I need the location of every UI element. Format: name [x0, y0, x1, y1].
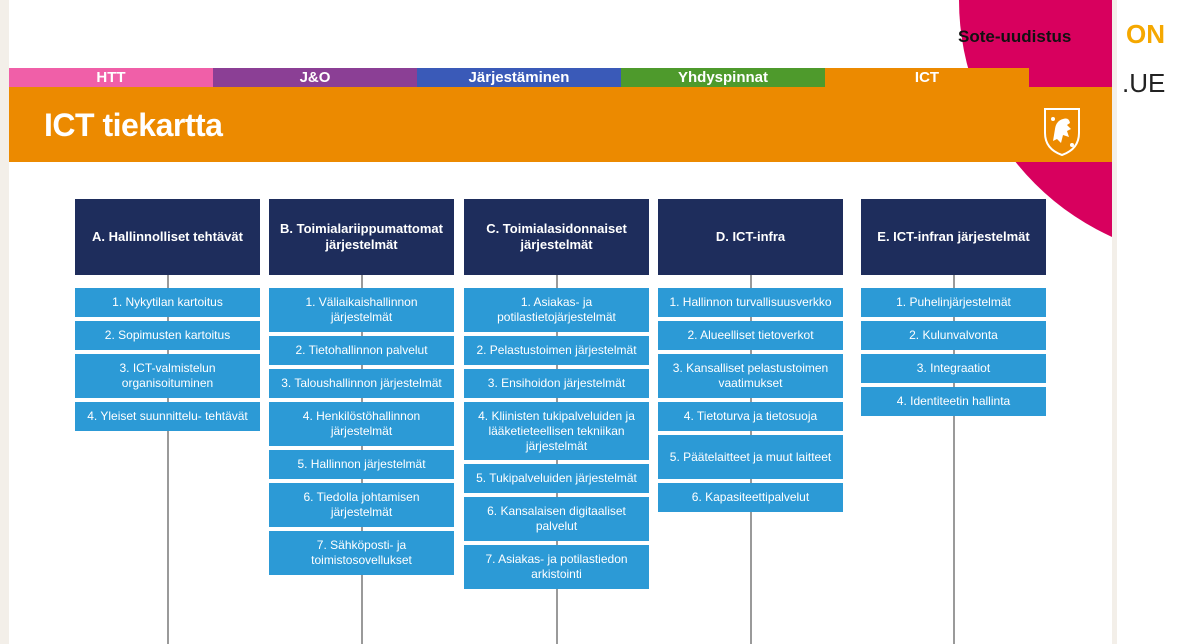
tab-jo[interactable]: J&O: [213, 68, 417, 87]
tab-yhdyspinnat[interactable]: Yhdyspinnat: [621, 68, 825, 87]
roadmap-item: 1. Väliaikaishallinnon järjestelmät: [269, 288, 454, 332]
roadmap-item: 2. Pelastustoimen järjestelmät: [464, 336, 649, 365]
roadmap-item: 3. Integraatiot: [861, 354, 1046, 383]
roadmap-item: 1. Asiakas- ja potilastietojärjestelmät: [464, 288, 649, 332]
roadmap-column: D. ICT-infra 1. Hallinnon turvallisuusver…: [658, 199, 843, 516]
roadmap-item: 4. Tietoturva ja tietosuoja: [658, 402, 843, 431]
column-header: E. ICT-infran järjestelmät: [861, 199, 1046, 275]
column-connector-line: [953, 270, 955, 644]
roadmap-item: 4. Kliinisten tukipalveluiden ja lääketi…: [464, 402, 649, 460]
roadmap-item: 4. Henkilöstöhallinnon järjestelmät: [269, 402, 454, 446]
column-item-list: 1. Puhelinjärjestelmät 2. Kulunvalvonta 3.…: [861, 288, 1046, 416]
roadmap-item: 3. Ensihoidon järjestelmät: [464, 369, 649, 398]
column-item-list: 1. Nykytilan kartoitus 2. Sopimusten kart…: [75, 288, 260, 431]
roadmap-item: 6. Kansalaisen digitaaliset palvelut: [464, 497, 649, 541]
column-header: A. Hallinnolliset tehtävät: [75, 199, 260, 275]
column-item-list: 1. Asiakas- ja potilastietojärjestelmät 2…: [464, 288, 649, 589]
roadmap-item: 3. Taloushallinnon järjestelmät: [269, 369, 454, 398]
page-title: ICT tiekartta: [44, 107, 223, 143]
category-tabs: HTT J&O Järjestäminen Yhdyspinnat ICT: [9, 68, 1029, 87]
roadmap-item: 1. Hallinnon turvallisuusverkko: [658, 288, 843, 317]
column-connector-line: [167, 270, 169, 644]
right-margin: [1112, 0, 1117, 644]
tab-ict[interactable]: ICT: [825, 68, 1029, 87]
roadmap-item: 1. Nykytilan kartoitus: [75, 288, 260, 317]
title-bar: [9, 87, 1112, 162]
brand-label: Sote-uudistus: [958, 27, 1072, 46]
roadmap-item: 2. Sopimusten kartoitus: [75, 321, 260, 350]
column-header: D. ICT-infra: [658, 199, 843, 275]
left-margin: [0, 0, 9, 644]
roadmap-item: 7. Sähköposti- ja toimistosovellukset: [269, 531, 454, 575]
adjacent-window-edge: [1117, 0, 1184, 644]
column-item-list: 1. Hallinnon turvallisuusverkko 2. Alueel…: [658, 288, 843, 512]
column-header: C. Toimialasidonnaiset järjestelmät: [464, 199, 649, 275]
edge-text-top: ON: [1126, 19, 1165, 49]
tab-htt[interactable]: HTT: [9, 68, 213, 87]
roadmap-item: 2. Kulunvalvonta: [861, 321, 1046, 350]
roadmap-item: 3. Kansalliset pelastustoimen vaatimukse…: [658, 354, 843, 398]
roadmap-item: 5. Tukipalveluiden järjestelmät: [464, 464, 649, 493]
roadmap-column: A. Hallinnolliset tehtävät 1. Nykytilan k…: [75, 199, 260, 435]
roadmap-item: 7. Asiakas- ja potilastiedon arkistointi: [464, 545, 649, 589]
roadmap-column: B. Toimialariippumattomat järjestelmät 1.…: [269, 199, 454, 579]
roadmap-column: C. Toimialasidonnaiset järjestelmät 1. As…: [464, 199, 649, 593]
roadmap-item: 2. Alueelliset tietoverkot: [658, 321, 843, 350]
roadmap-item: 4. Yleiset suunnittelu- tehtävät: [75, 402, 260, 431]
column-header: B. Toimialariippumattomat järjestelmät: [269, 199, 454, 275]
roadmap-item: 6. Kapasiteettipalvelut: [658, 483, 843, 512]
tab-jarjestaminen[interactable]: Järjestäminen: [417, 68, 621, 87]
roadmap-column: E. ICT-infran järjestelmät 1. Puhelinjärj…: [861, 199, 1046, 420]
roadmap-item: 4. Identiteetin hallinta: [861, 387, 1046, 416]
roadmap-item: 3. ICT-valmistelun organisoituminen: [75, 354, 260, 398]
column-item-list: 1. Väliaikaishallinnon järjestelmät 2. Ti…: [269, 288, 454, 575]
roadmap-item: 5. Päätelaitteet ja muut laitteet: [658, 435, 843, 479]
roadmap-slide: Sote-uudistus HTT J&O Järjestäminen Yhdy…: [9, 0, 1112, 644]
roadmap-item: 2. Tietohallinnon palvelut: [269, 336, 454, 365]
lion-coat-of-arms-icon: [1044, 108, 1080, 157]
roadmap-item: 5. Hallinnon järjestelmät: [269, 450, 454, 479]
edge-text-bottom: .UE: [1122, 68, 1166, 98]
roadmap-item: 1. Puhelinjärjestelmät: [861, 288, 1046, 317]
roadmap-item: 6. Tiedolla johtamisen järjestelmät: [269, 483, 454, 527]
